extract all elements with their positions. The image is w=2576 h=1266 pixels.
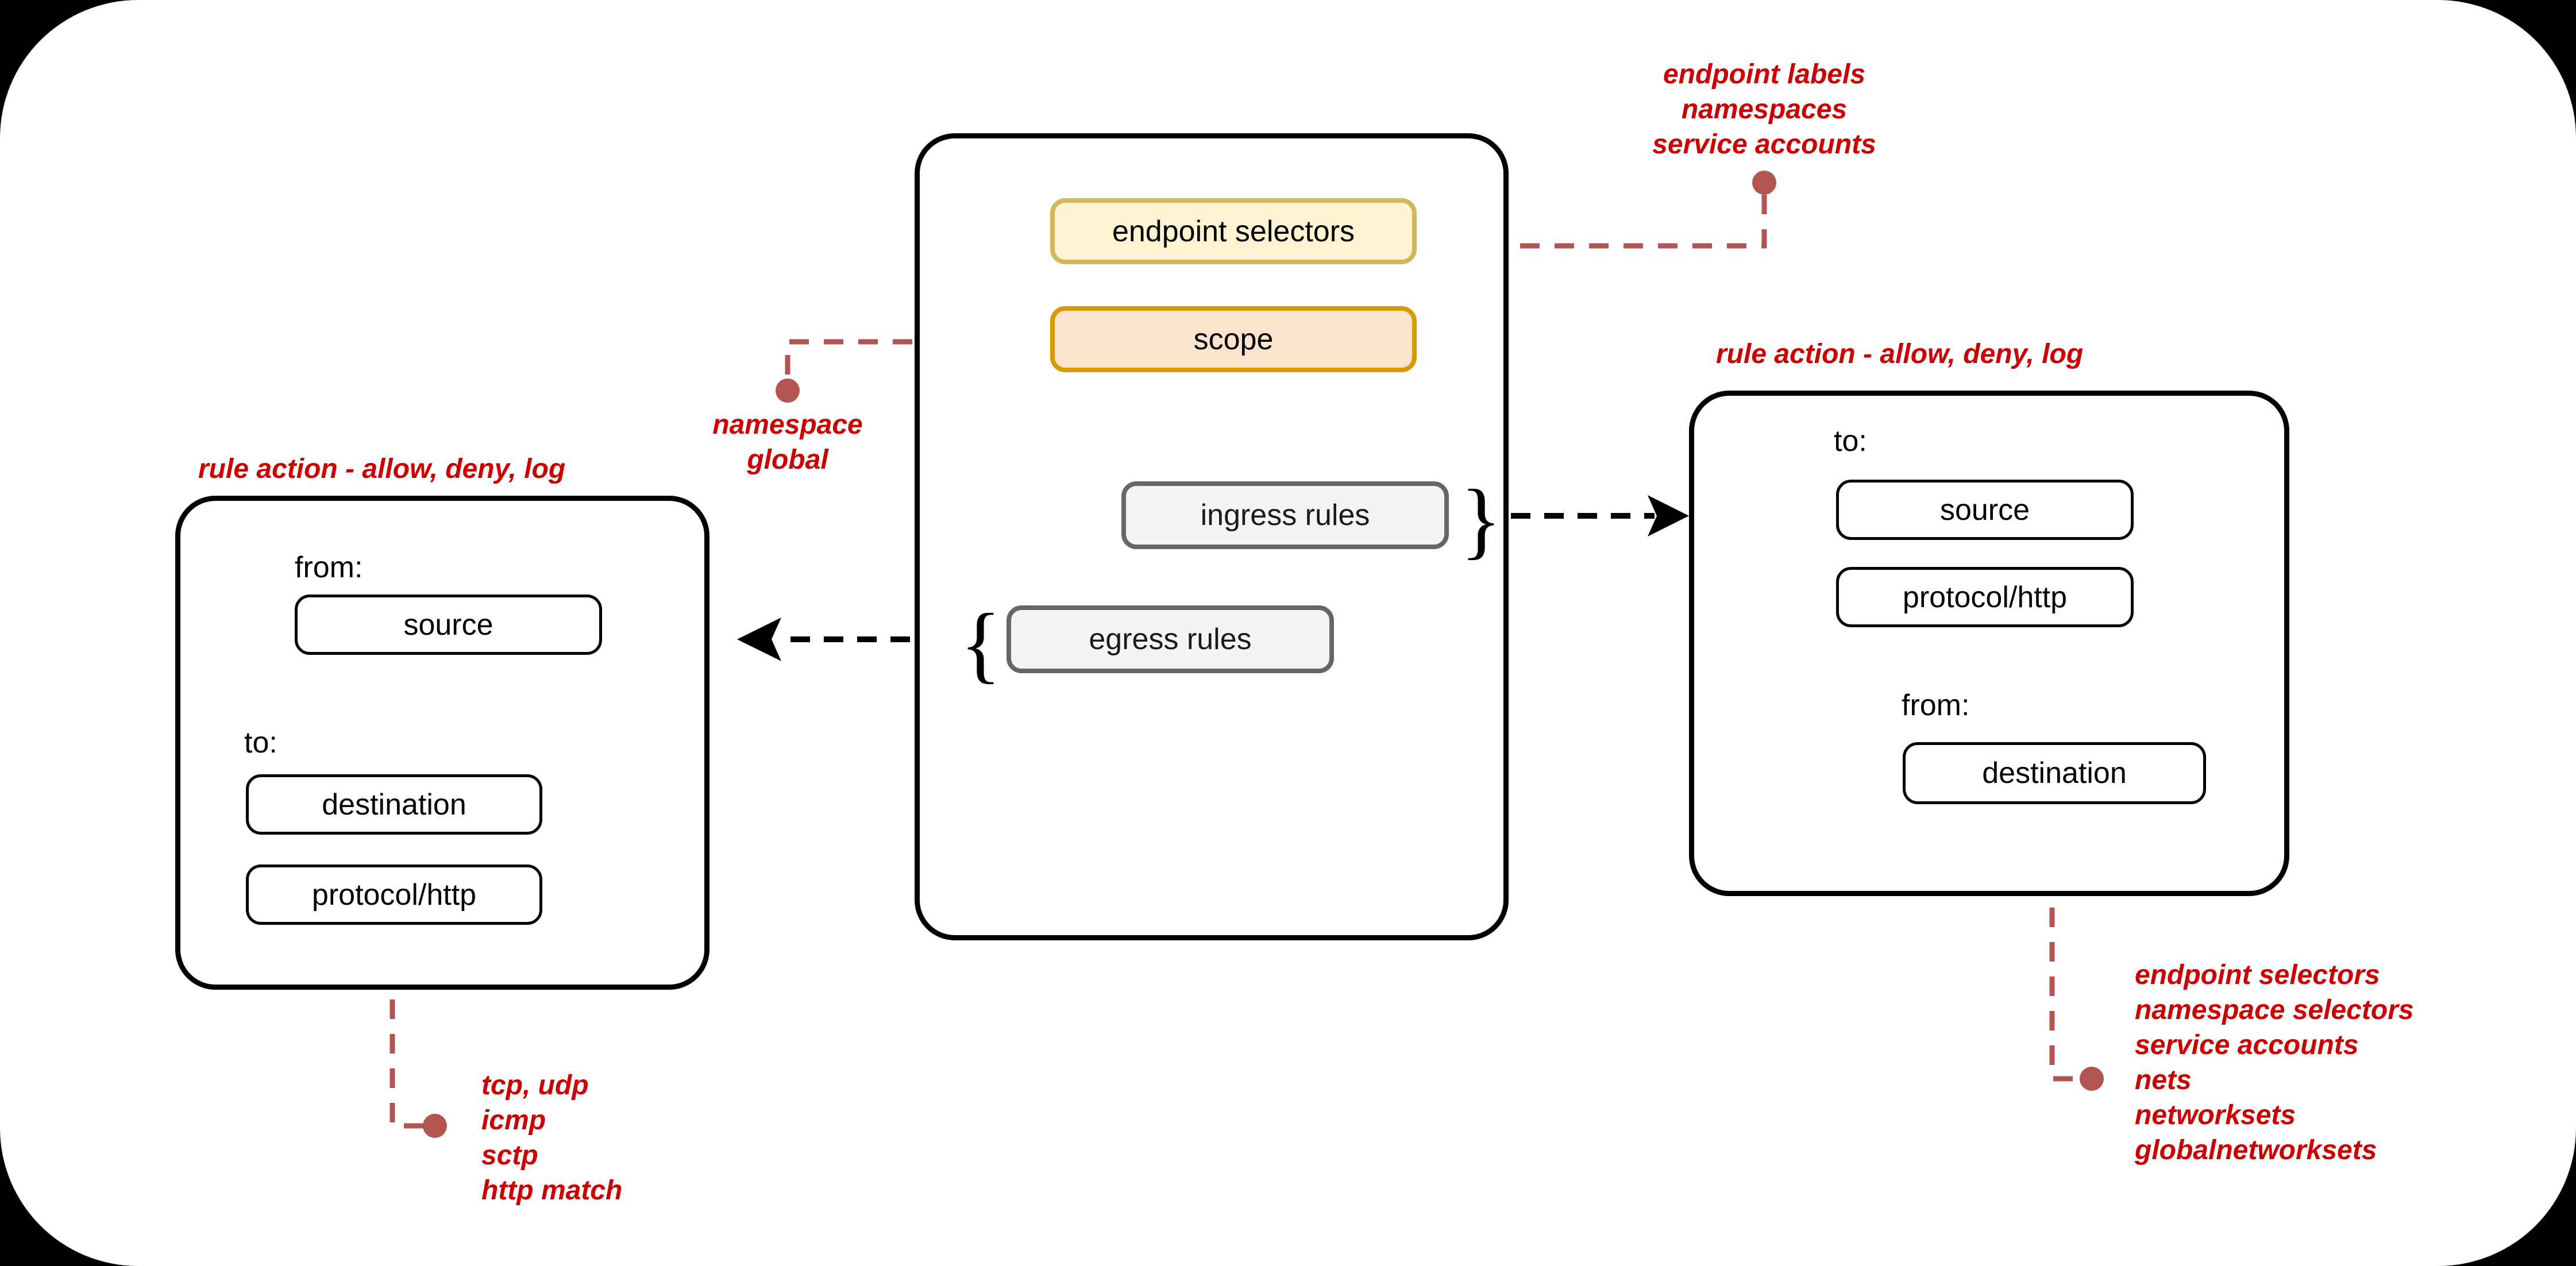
- endpoint-selectors-annotation: endpoint labels namespaces service accou…: [1652, 59, 1876, 160]
- left-rule-action-annotation: rule action - allow, deny, log: [198, 454, 566, 484]
- endpoint-selectors-label: endpoint selectors: [1112, 214, 1355, 248]
- egress-source-label: source: [403, 608, 493, 642]
- ingress-source-label: source: [1939, 493, 2030, 527]
- egress-protocol-box[interactable]: protocol/http: [246, 864, 542, 925]
- endpoint-selectors-box[interactable]: endpoint selectors: [1050, 198, 1417, 264]
- egress-rules-box[interactable]: egress rules: [1007, 605, 1334, 673]
- scope-annotation: namespace global: [712, 410, 863, 475]
- ingress-to-label: to:: [1834, 424, 1867, 458]
- egress-destination-label: destination: [322, 788, 466, 821]
- ingress-rules-label: ingress rules: [1200, 499, 1370, 532]
- egress-brace: {: [960, 596, 1001, 692]
- ingress-rules-box[interactable]: ingress rules: [1121, 481, 1449, 549]
- right-rule-action-annotation: rule action - allow, deny, log: [1716, 339, 2084, 369]
- scope-label: scope: [1193, 322, 1274, 356]
- egress-source-box[interactable]: source: [295, 595, 602, 655]
- ingress-from-label: from:: [1902, 689, 1970, 722]
- right-destination-annotation: endpoint selectors namespace selectors s…: [2135, 960, 2414, 1165]
- arrow-ingress-to-right: [1511, 495, 1689, 536]
- scope-box[interactable]: scope: [1050, 306, 1417, 372]
- ingress-destination-box[interactable]: destination: [1903, 742, 2206, 804]
- egress-from-label: from:: [295, 551, 363, 584]
- ingress-destination-label: destination: [1982, 756, 2127, 790]
- egress-rules-label: egress rules: [1089, 623, 1252, 656]
- ingress-source-box[interactable]: source: [1836, 480, 2134, 540]
- ingress-brace: }: [1460, 472, 1502, 568]
- egress-protocol-label: protocol/http: [311, 878, 477, 912]
- ingress-protocol-label: protocol/http: [1902, 580, 2068, 614]
- egress-to-label: to:: [244, 726, 277, 759]
- egress-destination-box[interactable]: destination: [246, 774, 542, 835]
- ingress-protocol-box[interactable]: protocol/http: [1836, 567, 2134, 627]
- ingress-rule-frame: [1689, 391, 2289, 896]
- left-protocol-annotation: tcp, udp icmp sctp http match: [481, 1070, 623, 1206]
